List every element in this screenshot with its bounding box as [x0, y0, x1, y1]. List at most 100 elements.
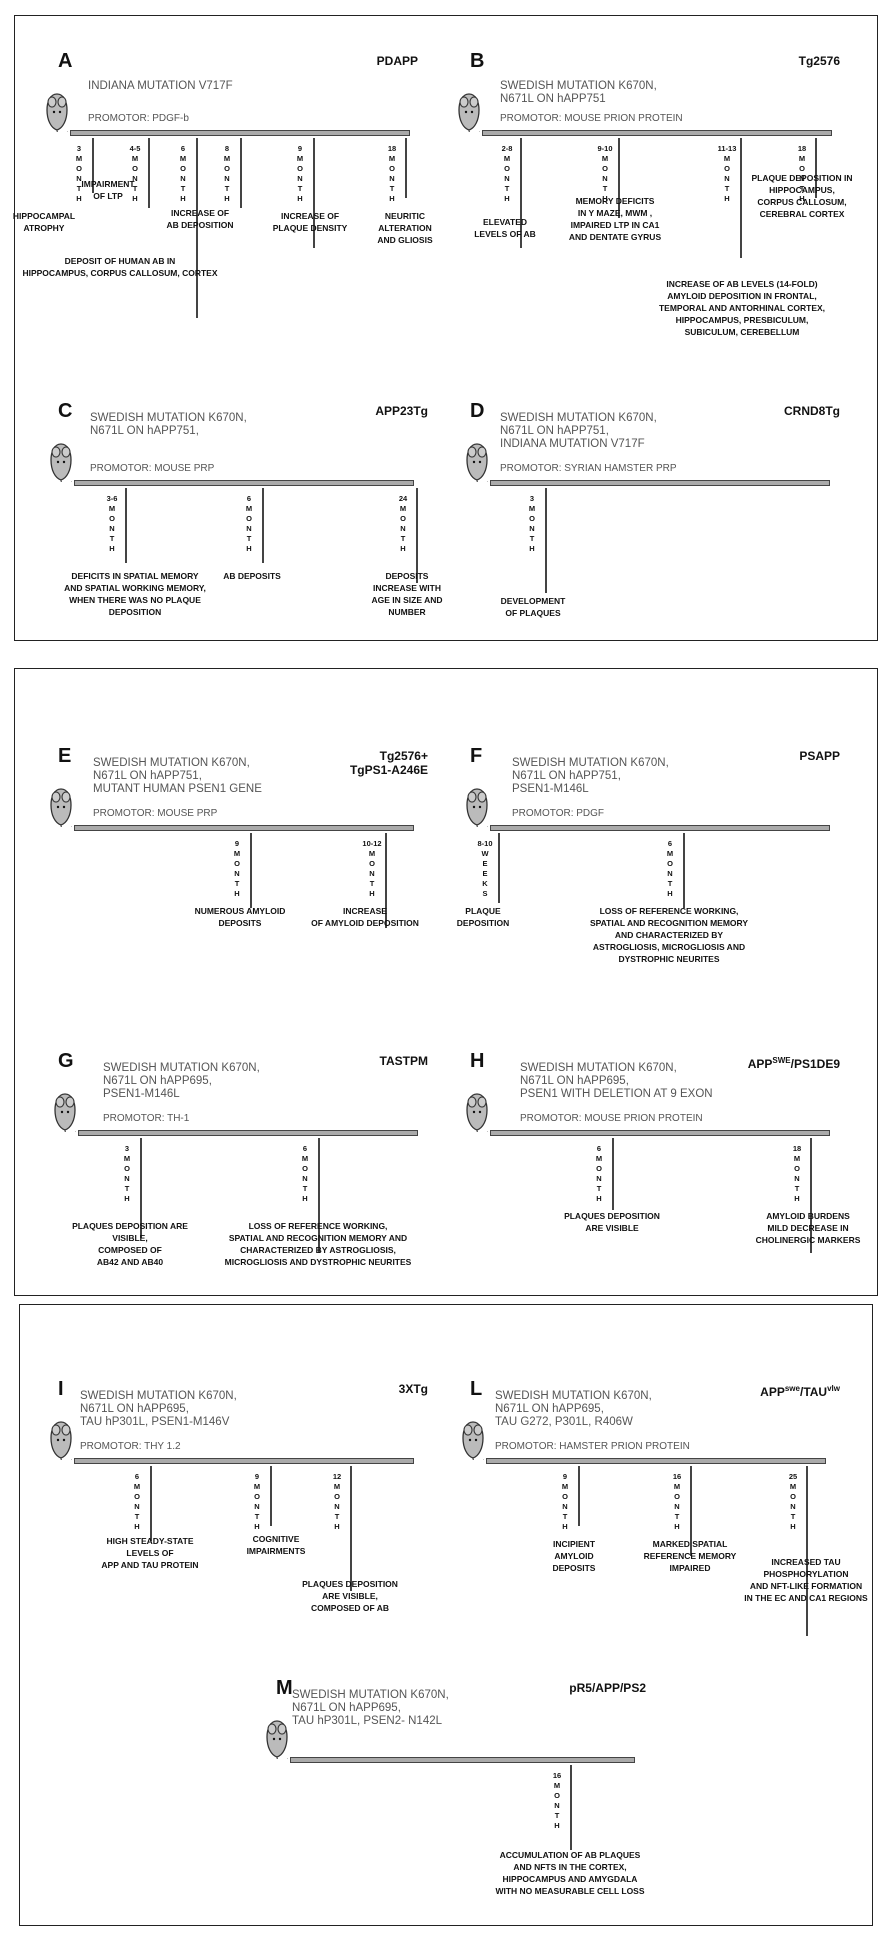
- timeline-tick: [148, 138, 150, 208]
- timeline-tick: [318, 1138, 320, 1253]
- time-label: 3 M O N T H: [123, 1144, 131, 1203]
- event-text: AMYLOID BURDENS MILD DECREASE IN CHOLINE…: [755, 1211, 861, 1245]
- timeline-bar: [74, 1458, 414, 1464]
- event-text: PLAQUE DEPOSITION IN HIPPOCAMPUS, CORPUS…: [751, 173, 853, 219]
- timeline-tick: [618, 138, 620, 218]
- timeline-bar: [490, 825, 830, 831]
- timeline-tick: [815, 138, 817, 198]
- time-label: 6 M O N T H: [301, 1144, 309, 1203]
- mutation-text: SWEDISH MUTATION K670N, N671L ON hAPP751: [500, 80, 657, 105]
- promoter-text: PROMOTOR: MOUSE PRP: [93, 808, 218, 819]
- promoter-text: PROMOTOR: PDGF-b: [88, 113, 189, 124]
- timeline-tick: [250, 833, 252, 908]
- model-name: APP23Tg: [375, 404, 428, 418]
- mutation-text: SWEDISH MUTATION K670N, N671L ON hAPP695…: [292, 1689, 449, 1727]
- timeline-tick: [196, 138, 198, 318]
- event-text: INCREASE OF PLAQUE DENSITY: [272, 211, 348, 233]
- time-label: 24 M O N T H: [398, 494, 408, 553]
- timeline-tick: [150, 1466, 152, 1541]
- timeline-tick: [498, 833, 500, 903]
- time-label: 18 M O N T H: [792, 1144, 802, 1203]
- model-name: TASTPM: [379, 1054, 428, 1068]
- timeline-tick: [140, 1138, 142, 1238]
- timeline-tick: [385, 833, 387, 928]
- mouse-icon: [52, 1092, 78, 1137]
- time-label: 9 M O N T H: [296, 144, 304, 203]
- mouse-icon: [264, 1719, 290, 1764]
- timeline-tick: [270, 1466, 272, 1526]
- event-text: NEURITIC ALTERATION AND GLIOSIS: [377, 211, 433, 245]
- event-text: PLAQUES DEPOSITION ARE VISIBLE: [564, 1211, 660, 1233]
- time-label: 25 M O N T H: [788, 1472, 798, 1531]
- panel-letter: I: [58, 1378, 64, 1400]
- mutation-text: SWEDISH MUTATION K670N, N671L ON hAPP751…: [93, 757, 262, 795]
- time-label: 6 M O N T H: [245, 494, 253, 553]
- timeline-bar: [74, 480, 414, 486]
- event-text: DEVELOPMENT OF PLAQUES: [500, 596, 566, 618]
- event-text: INCIPIENT AMYLOID DEPOSITS: [552, 1539, 596, 1573]
- timeline-tick: [240, 138, 242, 208]
- event-text: DEPOSIT OF HUMAN Aβ IN HIPPOCAMPUS, CORP…: [22, 256, 218, 278]
- promoter-text: PROMOTOR: MOUSE PRP: [90, 463, 215, 474]
- model-name: PDAPP: [376, 54, 418, 68]
- time-label: 9 M O N T H: [561, 1472, 569, 1531]
- event-text: COGNITIVE IMPAIRMENTS: [246, 1534, 306, 1556]
- mouse-icon: [48, 442, 74, 487]
- event-text: DEPOSITS INCREASE WITH AGE IN SIZE AND N…: [371, 571, 443, 617]
- model-name: pR5/APP/PS2: [569, 1681, 646, 1695]
- model-name: Tg2576: [798, 54, 840, 68]
- mutation-text: SWEDISH MUTATION K670N, N671L ON hAPP695…: [495, 1390, 652, 1428]
- event-text: HIPPOCAMPAL ATROPHY: [12, 211, 76, 233]
- event-text: HIGH STEADY-STATE LEVELS OF APP AND TAU …: [101, 1536, 199, 1570]
- mouse-icon: [456, 92, 482, 137]
- timeline-bar: [482, 130, 832, 136]
- timeline-tick: [262, 488, 264, 563]
- promoter-text: PROMOTOR: HAMSTER PRION PROTEIN: [495, 1441, 690, 1452]
- group-box-2: [14, 668, 878, 1296]
- time-label: 18 M O N T H: [797, 144, 807, 203]
- promoter-text: PROMOTOR: THY 1.2: [80, 1441, 181, 1452]
- event-text: MARKED SPATIAL REFERENCE MEMORY IMPAIRED: [643, 1539, 737, 1573]
- timeline-bar: [78, 1130, 418, 1136]
- time-label: 2-8 M O N T H: [501, 144, 513, 203]
- mouse-icon: [464, 1092, 490, 1137]
- model-name: APPswe/TAUvlw: [760, 1384, 840, 1399]
- event-text: INCREASED TAU PHOSPHORYLATION AND NFT-LI…: [744, 1557, 868, 1603]
- timeline-bar: [490, 1130, 830, 1136]
- mouse-icon: [44, 92, 70, 137]
- model-name: 3XTg: [398, 1382, 428, 1396]
- time-label: 6 M O N T H: [666, 839, 674, 898]
- mouse-icon: [464, 787, 490, 832]
- time-label: 16 M O N T H: [552, 1771, 562, 1830]
- group-box-1: [14, 15, 878, 641]
- event-text: INCREASE OF Aβ LEVELS (14-FOLD) AMYLOID …: [658, 279, 826, 337]
- event-text: INCREASE OF Aβ DEPOSITION: [166, 208, 234, 230]
- timeline-bar: [490, 480, 830, 486]
- mutation-text: SWEDISH MUTATION K670N, N671L ON hAPP695…: [520, 1062, 713, 1100]
- mutation-text: SWEDISH MUTATION K670N, N671L ON hAPP751…: [90, 412, 247, 437]
- time-label: 3-6 M O N T H: [106, 494, 118, 553]
- time-label: 6 M O N T H: [179, 144, 187, 203]
- event-text: ACCUMULATION OF Aβ PLAQUES AND NFTS IN T…: [495, 1850, 645, 1896]
- time-label: 3 M O N T H: [528, 494, 536, 553]
- time-label: 10-12 M O N T H: [362, 839, 382, 898]
- event-text: ELEVATED LEVELS OF Aβ: [474, 217, 536, 239]
- time-label: 3 M O N T H: [75, 144, 83, 203]
- time-label: 11-13 M O N T H: [717, 144, 737, 203]
- panel-l: L APPswe/TAUvlw SWEDISH MUTATION K670N, N6…: [460, 1378, 868, 1636]
- panel-letter: L: [470, 1378, 483, 1400]
- time-label: 9-10 M O N T H: [597, 144, 613, 203]
- mouse-icon: [460, 1420, 486, 1465]
- timeline-tick: [405, 138, 407, 198]
- time-label: 6 M O N T H: [133, 1472, 141, 1531]
- timeline-tick: [125, 488, 127, 563]
- timeline-tick: [520, 138, 522, 248]
- panel-letter: A: [58, 50, 73, 72]
- mouse-icon: [48, 1420, 74, 1465]
